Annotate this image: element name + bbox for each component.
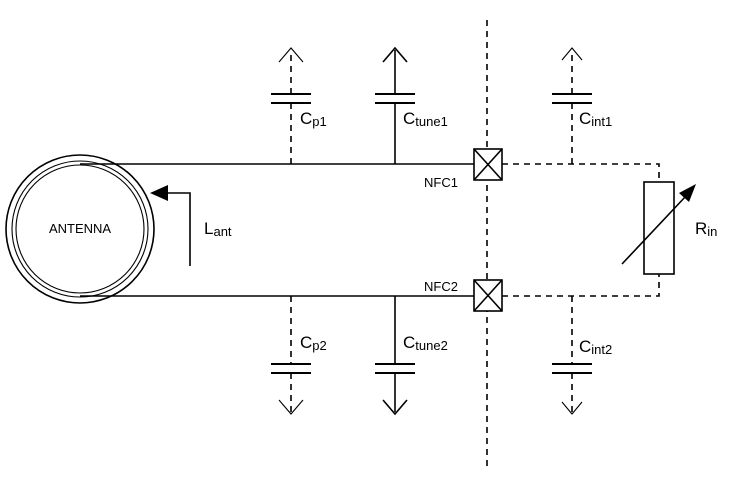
antenna-outer-ring bbox=[5, 154, 155, 304]
antenna-inner-ring bbox=[15, 164, 145, 294]
cp1-capacitor bbox=[271, 47, 311, 164]
nfc1-pin bbox=[473, 148, 503, 181]
nfc2-pin bbox=[473, 279, 503, 312]
rin-variable-resistor bbox=[621, 181, 696, 275]
cint1-label: Cint1 bbox=[579, 109, 612, 129]
cint2-capacitor bbox=[552, 296, 592, 415]
lant-label: Lant bbox=[204, 219, 232, 239]
cp2-label: Cp2 bbox=[300, 333, 327, 353]
nfc1-label: NFC1 bbox=[424, 175, 458, 190]
internal-top-wire bbox=[502, 163, 660, 182]
cint1-capacitor bbox=[552, 47, 592, 164]
antenna-label: ANTENNA bbox=[49, 221, 111, 236]
inductor-arrow bbox=[150, 185, 191, 266]
antenna: ANTENNA bbox=[5, 154, 155, 304]
cp2-capacitor bbox=[271, 296, 311, 415]
cp1-label: Cp1 bbox=[300, 109, 327, 129]
rin-label: Rin bbox=[695, 219, 717, 239]
internal-bottom-wire bbox=[502, 274, 660, 297]
ctune2-label: Ctune2 bbox=[403, 333, 448, 353]
ctune1-label: Ctune1 bbox=[403, 109, 448, 129]
ctune1-capacitor bbox=[375, 46, 415, 164]
nfc2-label: NFC2 bbox=[424, 279, 458, 294]
ctune2-capacitor bbox=[375, 296, 415, 416]
antenna-middle-ring bbox=[11, 160, 149, 298]
cint2-label: Cint2 bbox=[579, 337, 612, 357]
